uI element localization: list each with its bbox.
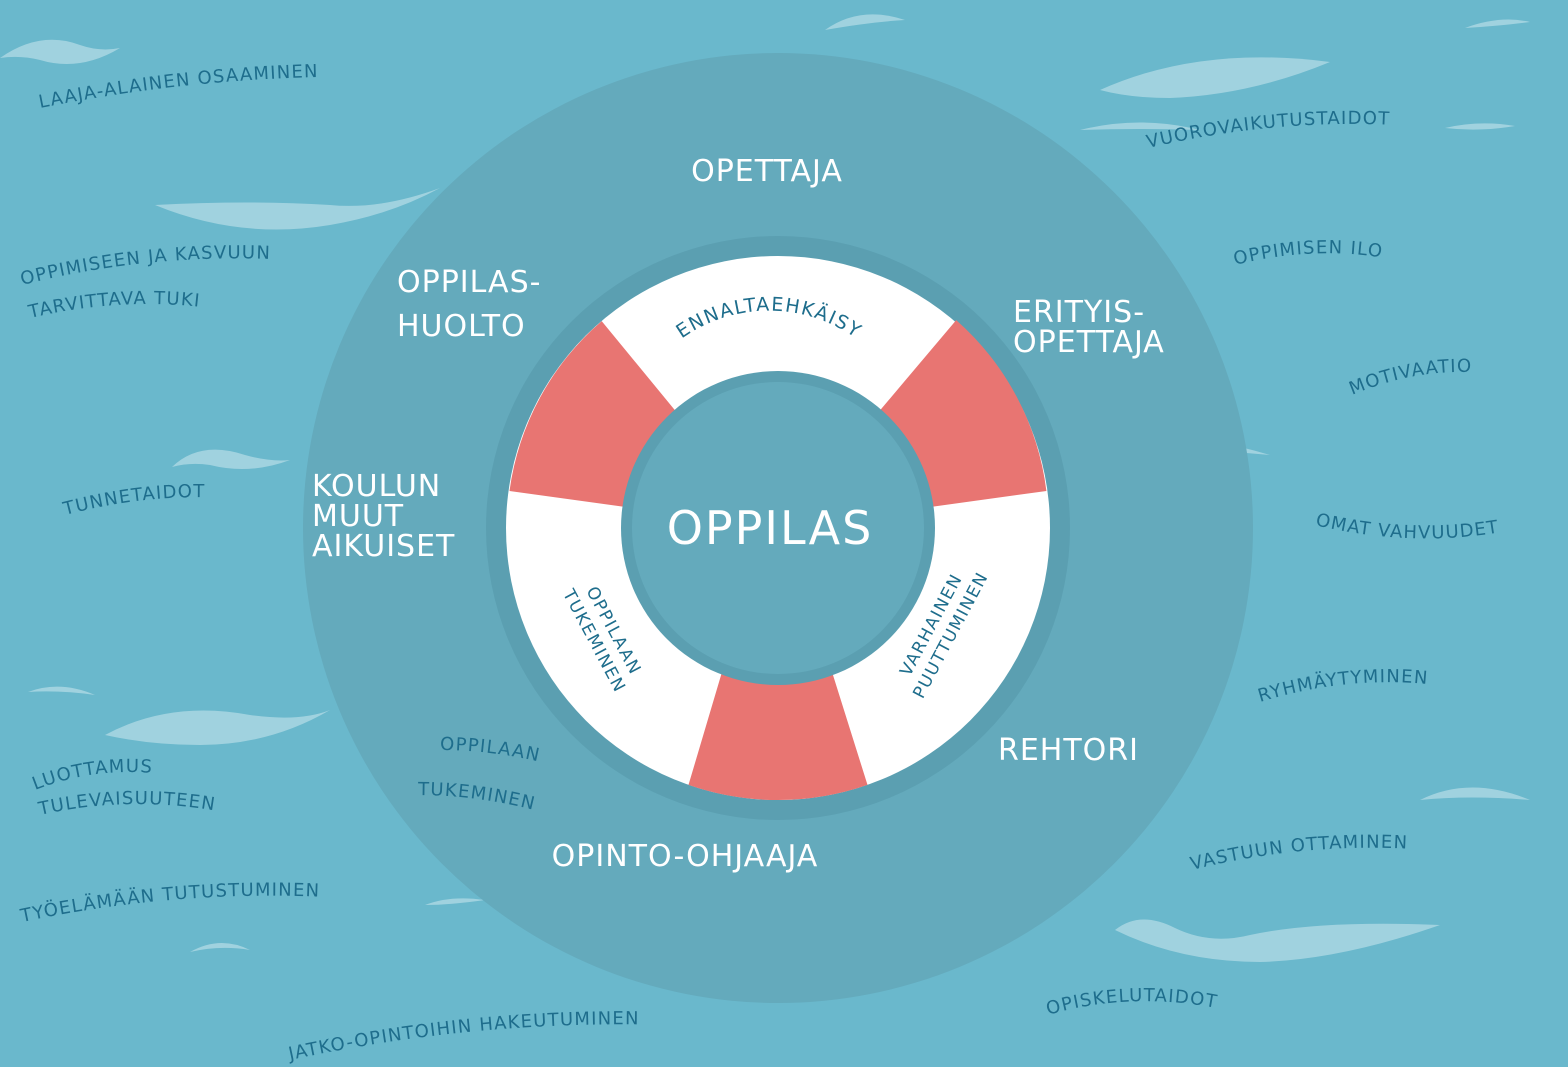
sea-word-omat-vahvuudet: OMAT VAHVUUDET (1314, 509, 1501, 543)
sea-word-tunnetaidot: TUNNETAIDOT (60, 481, 205, 520)
sea-word-laaja-alainen: LAAJA-ALAINEN OSAAMINEN (37, 61, 319, 113)
sea-word-oppimiseen-2: TARVITTAVA TUKI (26, 288, 202, 323)
sea-word-oppimisen-ilo: OPPIMISEN ILO (1231, 237, 1384, 270)
role-koulun-3: AIKUISET (312, 529, 455, 564)
role-erityisopettaja-2: OPETTAJA (1013, 325, 1165, 360)
sea-word-tyoelamaan: TYÖELÄMÄÄN TUTUSTUMINEN (18, 880, 321, 927)
sea-word-motivaatio: MOTIVAATIO (1346, 356, 1472, 400)
role-rehtori: REHTORI (998, 733, 1139, 768)
sea-word-vastuun-ottaminen: VASTUUN OTTAMINEN (1188, 832, 1408, 875)
sea-word-jatko-opintoihin: JATKO-OPINTOIHIN HAKEUTUMINEN (286, 1008, 640, 1065)
sea-word-opiskelutaidot: OPISKELUTAIDOT (1044, 985, 1220, 1020)
sea-word-ryhmaytyminen: RYHMÄYTYMINEN (1256, 666, 1430, 707)
role-oppilashuolto-1: OPPILAS- (397, 265, 541, 300)
sea-word-luottamus-2: TULEVAISUUTEEN (36, 788, 218, 820)
sea-word-vuorovaikutus: VUOROVAIKUTUSTAIDOT (1144, 108, 1390, 153)
sea-word-oppimiseen-1: OPPIMISEEN JA KASVUUN (18, 242, 271, 290)
role-oppilashuolto-2: HUOLTO (397, 309, 526, 344)
role-opettaja: OPETTAJA (691, 154, 843, 189)
center-label: OPPILAS (667, 501, 874, 555)
role-opinto-ohjaaja: OPINTO-OHJAAJA (552, 839, 819, 874)
